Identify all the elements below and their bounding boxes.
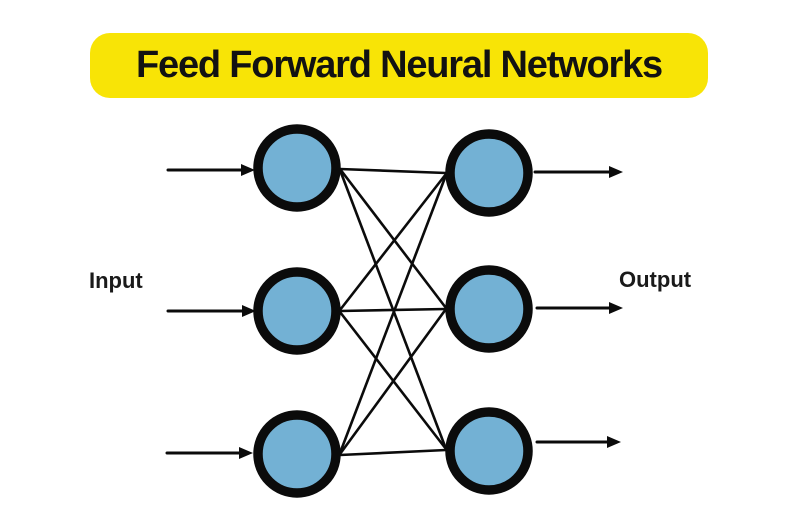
arrow-heads bbox=[239, 164, 623, 459]
connection-line bbox=[339, 307, 447, 313]
arrowhead-icon bbox=[609, 166, 623, 178]
output-label: Output bbox=[619, 267, 692, 292]
input-neuron-3 bbox=[253, 410, 341, 498]
arrowhead-icon bbox=[239, 447, 253, 459]
connection-line bbox=[339, 448, 447, 457]
input-label: Input bbox=[89, 268, 143, 293]
arrowhead-icon bbox=[609, 302, 623, 314]
connection-line bbox=[338, 174, 448, 454]
connection-line bbox=[338, 173, 448, 311]
neurons bbox=[253, 124, 533, 498]
input-neuron-1 bbox=[253, 124, 341, 212]
arrowhead-icon bbox=[241, 164, 255, 176]
connection-line bbox=[338, 168, 448, 309]
arrowhead-icon bbox=[607, 436, 621, 448]
arrowhead-icon bbox=[242, 305, 256, 317]
page-title: Feed Forward Neural Networks bbox=[136, 44, 663, 86]
connection-line bbox=[339, 167, 447, 175]
connections bbox=[338, 167, 448, 457]
output-neuron-2 bbox=[445, 265, 533, 353]
input-neuron-2 bbox=[253, 267, 341, 355]
connection-line bbox=[338, 308, 448, 455]
output-neuron-3 bbox=[445, 407, 533, 495]
network-root bbox=[165, 124, 623, 498]
arrow-shafts bbox=[165, 168, 613, 455]
output-neuron-1 bbox=[445, 129, 533, 217]
title-banner: Feed Forward Neural Networks bbox=[90, 33, 708, 98]
